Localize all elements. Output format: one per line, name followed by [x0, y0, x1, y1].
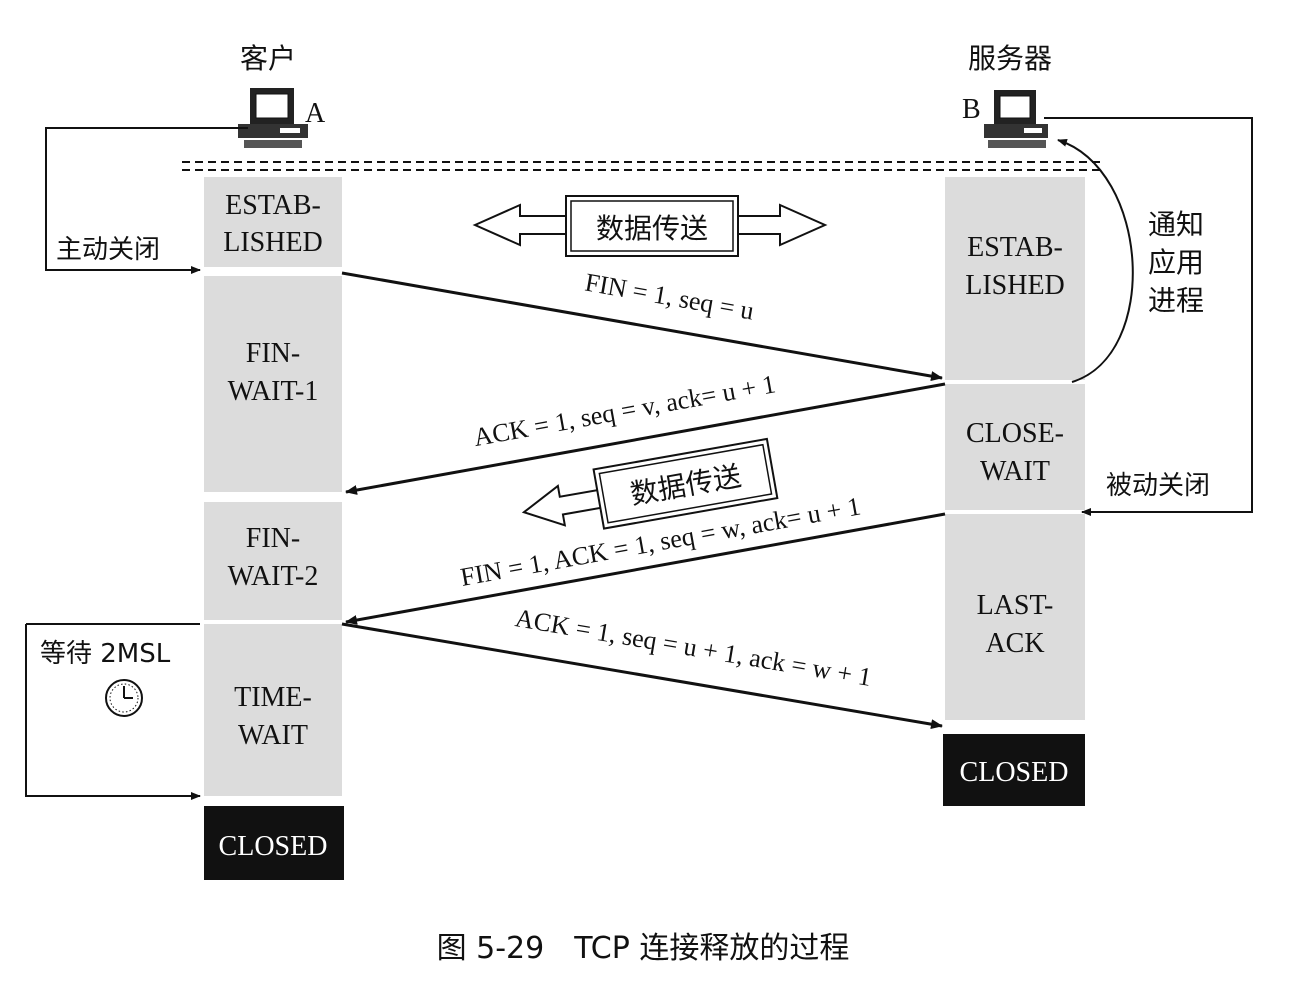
- state-label: WAIT-2: [228, 561, 319, 592]
- message-arrow-fin-ack: [345, 512, 946, 625]
- client-host-label: A: [305, 98, 326, 129]
- state-label-closed: CLOSED: [960, 757, 1069, 788]
- message-arrow-fin: [341, 271, 943, 382]
- state-label: LISHED: [965, 270, 1065, 301]
- passive-close-label: 被动关闭: [1106, 471, 1210, 501]
- state-label: ESTAB-: [967, 232, 1063, 263]
- active-close-label: 主动关闭: [56, 235, 160, 265]
- data-transfer-arrow: [472, 195, 828, 257]
- state-block-fin-wait-2: [204, 502, 342, 620]
- active-close-arrow: [45, 127, 248, 274]
- passive-close-arrow: [1044, 117, 1253, 516]
- state-block-established: [945, 177, 1085, 380]
- message-label: FIN = 1, seq = u: [583, 268, 756, 326]
- data-transfer-arrow: [521, 437, 779, 530]
- notify-app-label: 应用: [1148, 246, 1204, 279]
- state-block-last-ack: [945, 514, 1085, 720]
- notify-app-label: 通知: [1148, 208, 1204, 241]
- state-block-close-wait: [945, 384, 1085, 510]
- state-block-fin-wait-1: [204, 276, 342, 492]
- state-label: LISHED: [223, 227, 323, 258]
- wait-2msl-arrow: [25, 624, 201, 800]
- wait-2msl-label: 等待 2MSL: [40, 639, 171, 669]
- server-host-label: B: [962, 94, 981, 125]
- state-block-closed: [204, 806, 344, 880]
- data-transfer-label: 数据传送: [596, 212, 708, 245]
- state-label: CLOSE-: [966, 418, 1064, 449]
- state-label: WAIT: [238, 720, 308, 751]
- state-label: WAIT-1: [228, 376, 319, 407]
- state-label-closed: CLOSED: [219, 831, 328, 862]
- clock-icon: [105, 679, 143, 717]
- state-label: WAIT: [980, 456, 1050, 487]
- client-title: 客户: [240, 42, 296, 75]
- figure-caption: 图 5-29 TCP 连接释放的过程: [437, 931, 850, 966]
- state-block-time-wait: [204, 624, 342, 796]
- message-label: ACK = 1, seq = u + 1, ack = w + 1: [513, 603, 874, 692]
- computer-icon: [984, 90, 1048, 148]
- state-label: ESTAB-: [225, 190, 321, 221]
- message-arrow-last-ack: [341, 622, 943, 730]
- state-label: TIME-: [234, 682, 312, 713]
- computer-icon: [238, 88, 308, 148]
- state-label: LAST-: [977, 590, 1054, 621]
- state-block-closed: [943, 734, 1085, 806]
- state-label: ACK: [985, 628, 1044, 659]
- message-arrow-ack: [345, 382, 946, 495]
- message-label: ACK = 1, seq = v, ack= u + 1: [471, 369, 777, 452]
- state-label: FIN-: [246, 523, 300, 554]
- server-title: 服务器: [968, 42, 1052, 75]
- notify-app-arrow: [1057, 139, 1134, 383]
- state-label: FIN-: [246, 338, 300, 369]
- notify-app-label: 进程: [1148, 284, 1204, 317]
- state-block-established: [204, 177, 342, 267]
